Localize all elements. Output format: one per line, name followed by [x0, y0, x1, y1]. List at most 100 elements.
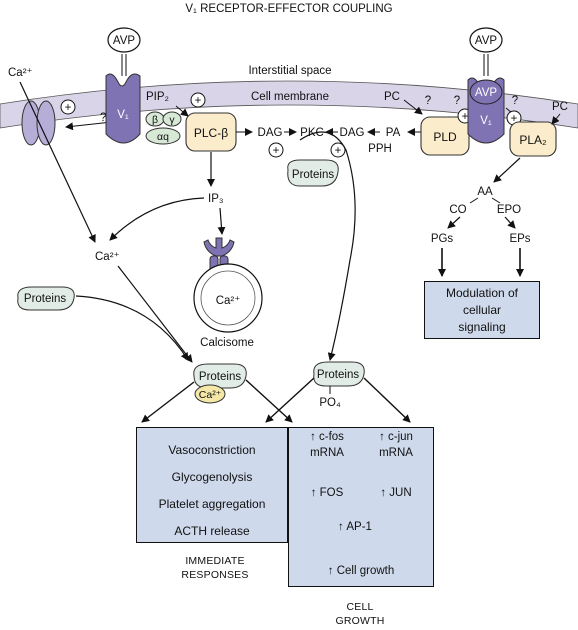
response-platelet: Platelet aggregation	[158, 497, 266, 511]
pa-label: PA	[386, 127, 401, 139]
dag-left-label: DAG	[258, 127, 283, 139]
complex-to-growth-arrow	[245, 379, 293, 423]
cfos-mrna-text: mRNA	[310, 447, 344, 459]
calcisome-ca-label: Ca²⁺	[216, 295, 241, 307]
pc-left-label: PC	[384, 91, 400, 103]
modulation-box: Modulation of cellular signaling	[424, 281, 540, 339]
plus-label-plc: +	[195, 95, 202, 107]
pgs-label: PGs	[431, 233, 454, 245]
plus-sign-channel	[60, 99, 76, 115]
proteins-ca-label: Proteins	[199, 371, 241, 383]
alphaq-subunit: αq	[157, 131, 169, 143]
pip2-arrow	[175, 105, 189, 117]
complex-to-responses-arrow	[141, 381, 195, 423]
g-protein	[145, 111, 182, 145]
ca-to-proteins-arrow	[117, 265, 193, 363]
question-right-left: ?	[454, 95, 460, 107]
proteins-pkc-label: Proteins	[292, 169, 334, 181]
v1-to-channel-arrow	[65, 121, 113, 131]
growth-caption-line-1: CELL	[346, 601, 374, 613]
avp-ligand-right	[469, 27, 503, 53]
proteins-phospho-label: Proteins	[317, 369, 359, 381]
pla2-enzyme	[509, 121, 557, 157]
plus-label-dag-left: +	[273, 145, 280, 157]
dag-right-label: DAG	[340, 127, 365, 139]
co-label: CO	[449, 204, 466, 216]
fos-text: ↑ FOS	[310, 487, 344, 499]
co-to-pgs-arrow	[447, 216, 461, 229]
ip3-label: IP₃	[208, 193, 224, 205]
ip3-to-receptor-arrow	[217, 207, 226, 235]
cell-growth-caption: CELL GROWTH	[300, 600, 420, 628]
po4-label: PO₄	[319, 397, 341, 409]
v1-left-label: V₁	[117, 109, 129, 121]
ca-bound-label: Ca²⁺	[199, 389, 222, 401]
proteins-left-label: Proteins	[24, 293, 66, 305]
immediate-responses-box: Vasoconstriction Glycogenolysis Platelet…	[136, 427, 288, 543]
epo-to-eps-arrow	[504, 216, 516, 229]
ca-mid-label: Ca²⁺	[95, 251, 120, 263]
pip2-label: PIP₂	[146, 91, 169, 103]
proteins-phospho	[313, 361, 365, 387]
plus-label-pld: +	[462, 111, 469, 123]
cfos-text: ↑ c-fos	[310, 431, 344, 443]
proteins-left-arrow	[75, 295, 189, 361]
pph-label: PPH	[368, 143, 392, 155]
membrane-label: Cell membrane	[251, 91, 329, 103]
response-glycogenolysis: Glycogenolysis	[171, 470, 253, 484]
epo-label: EPO	[497, 204, 521, 216]
avp-right-label: AVP	[475, 35, 497, 47]
cjun-mrna-text: mRNA	[379, 447, 413, 459]
ap1-text: ↑ AP-1	[338, 521, 372, 533]
v1-receptor-left	[105, 73, 141, 144]
aa-to-epo-line	[491, 197, 501, 204]
v1-right-label: V₁	[480, 115, 492, 127]
cell-membrane	[0, 80, 578, 129]
pld-label: PLD	[433, 130, 457, 144]
avp-left-label: AVP	[113, 35, 135, 47]
plus-label-pla2: +	[511, 113, 518, 125]
immediate-caption-line-1: IMMEDIATE	[185, 555, 245, 567]
pld-enzyme	[420, 116, 470, 156]
jun-text: ↑ JUN	[380, 487, 412, 499]
plus-sign-dag-right	[330, 142, 346, 158]
aa-label: AA	[477, 186, 493, 198]
proteins-left	[17, 286, 75, 311]
gamma-subunit: γ	[169, 114, 175, 126]
beta-subunit: β	[152, 114, 158, 126]
ca-influx-arrow	[19, 81, 96, 243]
cell-growth-text: ↑ Cell growth	[327, 565, 395, 577]
eps-label: EPs	[509, 233, 530, 245]
question-pld: ?	[425, 95, 431, 107]
pkc-to-proteins-arrow	[299, 131, 356, 361]
modulation-line-3: signaling	[458, 320, 506, 334]
growth-caption-line-2: GROWTH	[335, 615, 385, 627]
plus-sign-dag-left	[268, 142, 284, 158]
calcisome-inner	[200, 270, 256, 326]
calcium-channel	[21, 100, 56, 146]
pc-to-pld-arrow	[403, 99, 423, 115]
question-right-right: ?	[512, 95, 518, 107]
aa-to-co-line	[469, 197, 479, 204]
plus-label-channel: +	[65, 102, 72, 114]
calcisome-label: Calcisome	[200, 337, 254, 349]
pla2-to-aa-arrow	[493, 157, 521, 183]
phospho-to-responses-arrow	[265, 377, 315, 423]
response-vasoconstriction: Vasoconstriction	[168, 443, 256, 457]
ip3-to-ca-curve-arrow	[109, 197, 205, 241]
cell-growth-box	[288, 427, 434, 587]
response-acth: ACTH release	[174, 524, 250, 538]
question-channel: ?	[100, 112, 106, 124]
ca-top-label: Ca²⁺	[8, 67, 33, 79]
immediate-caption-line-2: RESPONSES	[181, 569, 249, 581]
cjun-text: ↑ c-jun	[379, 431, 413, 443]
pla2-label: PLA₂	[519, 133, 547, 147]
modulation-line-2: cellular	[462, 303, 501, 317]
plc-beta-label: PLC-β	[194, 126, 228, 140]
avp-ligand-left	[107, 27, 141, 53]
avp-bound-right	[469, 79, 503, 105]
modulation-line-1: Modulation of	[445, 286, 519, 300]
avp-bound-label: AVP	[475, 87, 497, 99]
diagram-title: V₁ RECEPTOR-EFFECTOR COUPLING	[185, 3, 392, 15]
